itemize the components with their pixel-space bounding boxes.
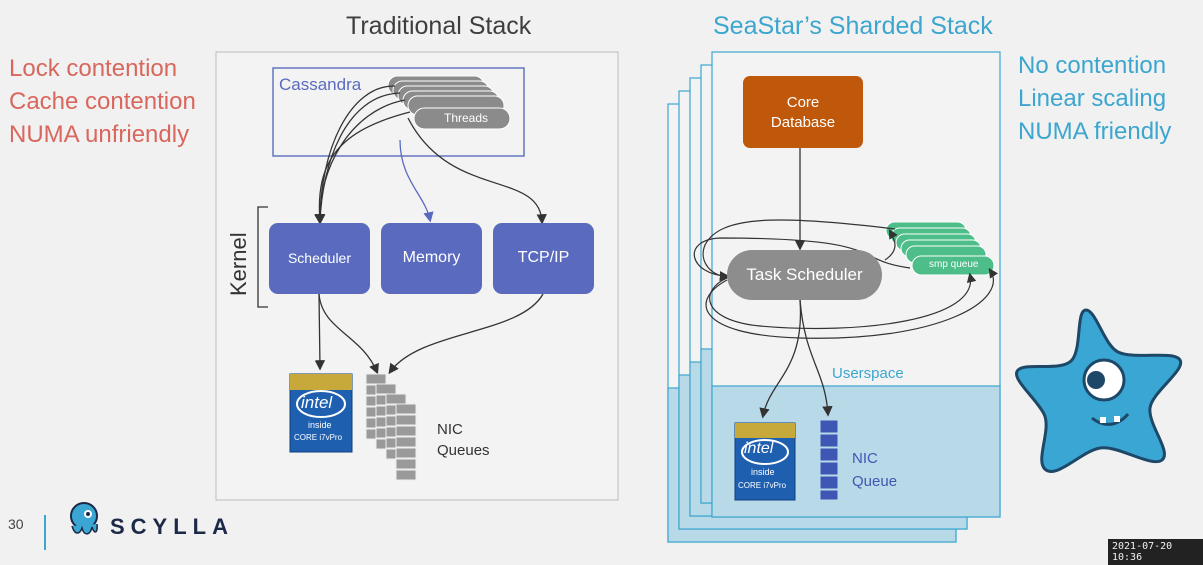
- issue-cache-contention: Cache contention: [9, 88, 196, 115]
- nic-queue-label: NIC Queue: [852, 450, 898, 490]
- scheduler-box: [269, 223, 370, 294]
- timestamp-badge: 2021-07-20 10:36: [1108, 539, 1203, 565]
- intel-core-i7-badge: [289, 373, 353, 453]
- seastar-stack-title: SeaStar’s Sharded Stack: [713, 12, 993, 40]
- intel-model-text-seastar: CORE i7vPro: [738, 481, 787, 490]
- tcpip-box: [493, 223, 594, 294]
- nic-queues-stack: [365, 373, 417, 481]
- seastar-benefits-list: No contention Linear scaling NUMA friend…: [1018, 49, 1171, 148]
- memory-label: Memory: [402, 249, 461, 266]
- smp-loop-arrows: [693, 219, 998, 339]
- intel-core-i7-badge-seastar: [734, 422, 796, 501]
- traditional-stack-title: Traditional Stack: [346, 12, 532, 40]
- task-scheduler-box: [727, 250, 882, 300]
- userspace-label: Userspace: [832, 365, 904, 382]
- intel-inside-text-seastar: inside: [751, 467, 775, 477]
- scheduler-to-hardware-arrows: [759, 299, 833, 419]
- memory-box: [381, 223, 482, 294]
- nic-queues-label: NIC Queues: [437, 421, 490, 459]
- scylla-star-mascot-icon: [1015, 308, 1183, 473]
- nic-queue-column: [819, 419, 839, 501]
- kernel-bracket: [257, 206, 268, 308]
- traditional-issues-list: Lock contention Cache contention NUMA un…: [9, 52, 196, 151]
- benefit-numa-friendly: NUMA friendly: [1018, 118, 1172, 145]
- thread-to-kernel-arrows: [314, 85, 547, 225]
- kernel-label: Kernel: [226, 232, 251, 296]
- threads-stack: [387, 75, 511, 130]
- smp-queue-label: smp queue: [929, 259, 979, 270]
- scylla-octopus-icon: [70, 502, 98, 535]
- smp-queue-stack: [885, 221, 995, 276]
- scylla-wordmark: SCYLLA: [110, 514, 234, 539]
- cassandra-box: [272, 67, 525, 157]
- intel-brand-text: intel: [301, 393, 333, 412]
- cassandra-label: Cassandra: [279, 75, 362, 94]
- scheduler-label: Scheduler: [287, 250, 352, 266]
- intel-model-text: CORE i7vPro: [294, 433, 343, 442]
- benefit-no-contention: No contention: [1018, 52, 1167, 79]
- benefit-linear-scaling: Linear scaling: [1018, 85, 1167, 112]
- task-scheduler-label: Task Scheduler: [746, 265, 863, 284]
- intel-inside-text: inside: [308, 420, 332, 430]
- tcpip-label: TCP/IP: [517, 249, 570, 266]
- issue-numa-unfriendly: NUMA unfriendly: [9, 121, 190, 148]
- issue-lock-contention: Lock contention: [9, 55, 178, 82]
- slide-number: 30: [8, 516, 24, 532]
- core-database-label: Core Database: [770, 94, 836, 131]
- thread-to-memory-arrow: [399, 139, 434, 223]
- intel-brand-text-seastar: intel: [744, 440, 774, 457]
- threads-label: Threads: [444, 111, 489, 125]
- kernel-to-hardware-arrows: [314, 293, 544, 375]
- core-database-box: [743, 76, 863, 148]
